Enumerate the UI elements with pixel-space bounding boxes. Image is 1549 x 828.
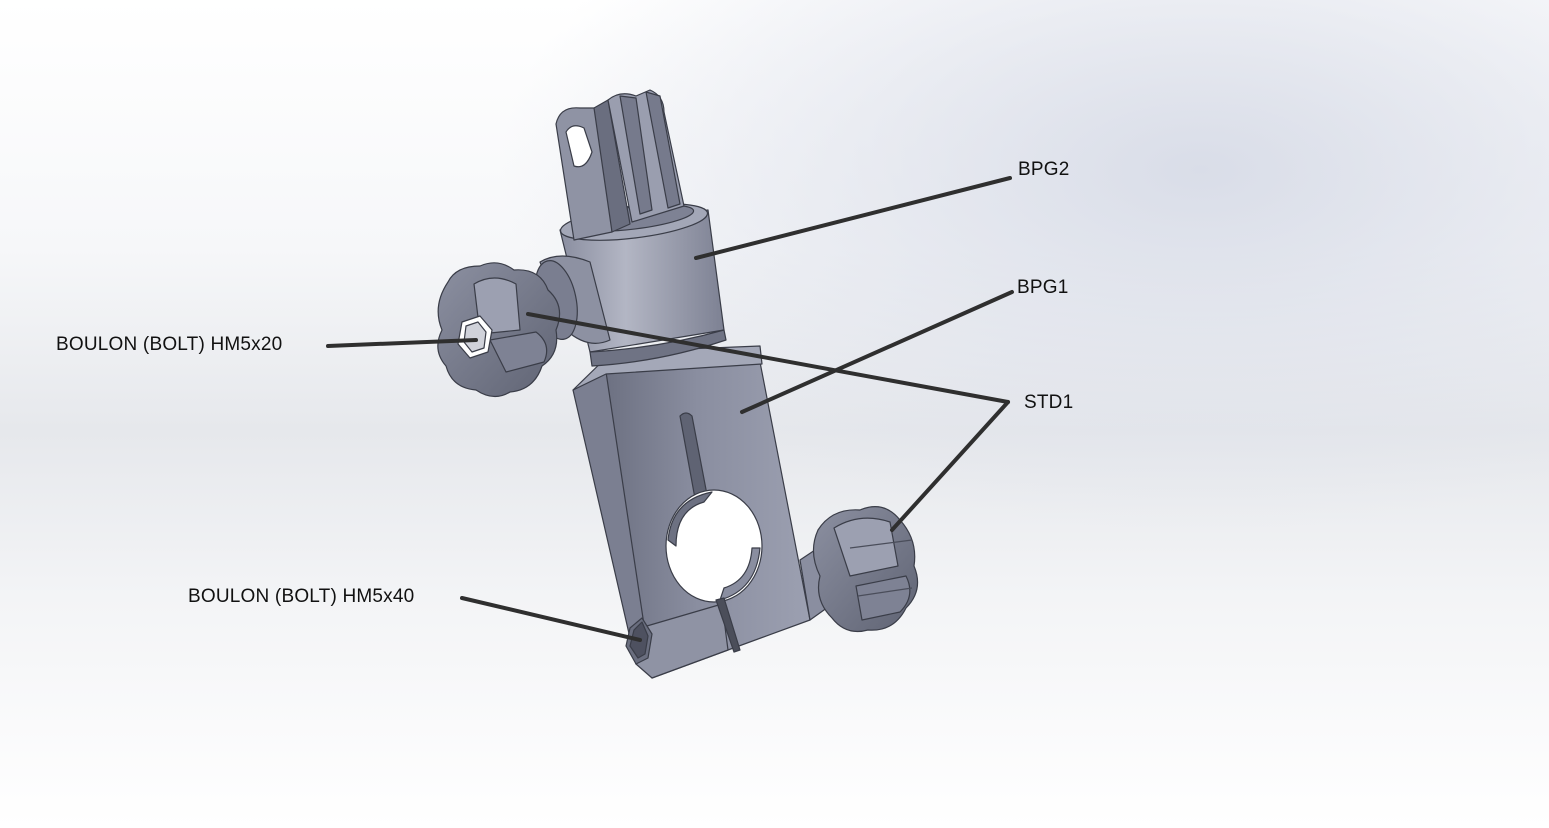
label-bolt-hm5x20: BOULON (BOLT) HM5x20 bbox=[56, 334, 283, 355]
leader-std1-lower bbox=[890, 400, 1010, 532]
knob-lower-std1 bbox=[812, 506, 919, 633]
knob-upper-std1 bbox=[437, 262, 561, 398]
leader-lines bbox=[326, 176, 1014, 642]
leader-bpg1 bbox=[740, 290, 1014, 414]
label-bpg2: BPG2 bbox=[1018, 159, 1070, 180]
leader-bolt-hm5x20 bbox=[326, 338, 478, 348]
clamp-body-bpg1 bbox=[572, 345, 839, 679]
label-bolt-hm5x40: BOULON (BOLT) HM5x40 bbox=[188, 586, 415, 607]
label-std1: STD1 bbox=[1024, 392, 1074, 413]
leader-bpg2 bbox=[694, 176, 1012, 260]
label-bpg1: BPG1 bbox=[1017, 277, 1069, 298]
leader-std1-upper bbox=[526, 312, 1010, 404]
leader-bolt-hm5x40 bbox=[460, 596, 642, 642]
gopro-fingers bbox=[555, 89, 685, 241]
